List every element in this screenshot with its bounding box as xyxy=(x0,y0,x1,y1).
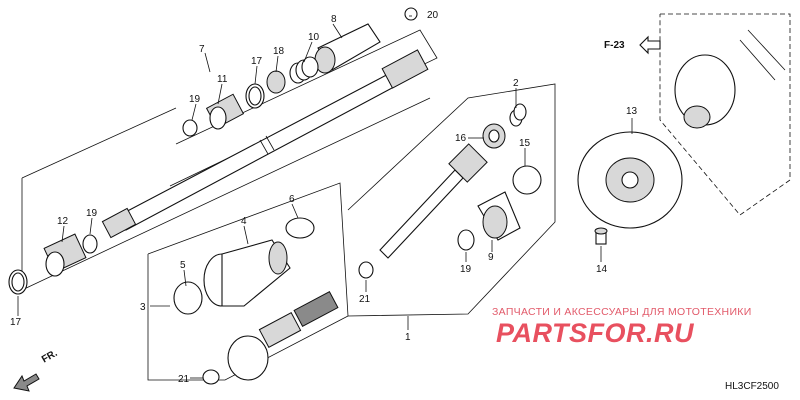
ring-17-top xyxy=(245,83,265,109)
reference-arrow xyxy=(639,35,661,55)
callout-18: 18 xyxy=(273,46,285,57)
ring-21-lower xyxy=(202,369,220,385)
bolt-14 xyxy=(594,227,608,245)
ring-19-top xyxy=(182,119,198,137)
callout-5: 5 xyxy=(180,260,186,271)
spring-10 xyxy=(289,56,319,84)
reference-label: F-23 xyxy=(604,40,625,51)
callout-14: 14 xyxy=(596,264,608,275)
leader-lines xyxy=(17,15,633,379)
callout-6: 6 xyxy=(289,194,295,205)
callout-21-center: 21 xyxy=(359,294,371,305)
callout-3: 3 xyxy=(140,302,146,313)
ring-19-center xyxy=(457,229,475,251)
ring-17-left xyxy=(8,269,28,295)
callout-17-left: 17 xyxy=(10,317,22,328)
callout-13: 13 xyxy=(626,106,638,117)
diagram-code: HL3CF2500 xyxy=(725,381,779,392)
joint-11 xyxy=(205,93,245,130)
callout-16: 16 xyxy=(455,133,467,144)
front-arrow-icon xyxy=(13,373,40,392)
lower-assembly-frame xyxy=(147,182,349,381)
right-assembly-frame xyxy=(347,83,556,317)
callout-10: 10 xyxy=(308,32,320,43)
ring-21-center xyxy=(358,261,374,279)
callout-20: 20 xyxy=(427,10,439,21)
callout-7: 7 xyxy=(199,44,205,55)
callout-9: 9 xyxy=(488,252,494,263)
center-shaft-1 xyxy=(379,143,488,259)
brake-disc-13 xyxy=(577,131,683,229)
ring-20 xyxy=(404,7,418,21)
ring-19-left xyxy=(82,234,98,254)
boot-8 xyxy=(314,23,381,74)
clamp-5 xyxy=(173,281,203,315)
clamp-6 xyxy=(285,217,315,239)
boot-9 xyxy=(477,191,521,241)
callout-4: 4 xyxy=(241,216,247,227)
callout-12: 12 xyxy=(57,216,69,227)
coupler-12 xyxy=(43,233,87,277)
washer-18 xyxy=(266,70,286,94)
cv-joint xyxy=(227,290,339,381)
callout-21-lower: 21 xyxy=(178,374,190,385)
callout-2: 2 xyxy=(513,78,519,89)
spring-2 xyxy=(509,103,527,127)
callout-8: 8 xyxy=(331,14,337,25)
knuckle-assembly xyxy=(659,13,791,216)
callout-19-center: 19 xyxy=(460,264,472,275)
watermark-tagline: ЗАПЧАСТИ И АКСЕССУАРЫ ДЛЯ МОТОТЕХНИКИ xyxy=(492,306,752,318)
drive-shaft xyxy=(101,49,429,239)
callout-1: 1 xyxy=(405,332,411,343)
callout-19-top: 19 xyxy=(189,94,201,105)
bearing-16 xyxy=(482,123,506,149)
callout-11: 11 xyxy=(217,74,228,85)
callout-15: 15 xyxy=(519,138,531,149)
ring-15 xyxy=(512,165,542,195)
boot-4 xyxy=(203,239,291,307)
callout-19-left: 19 xyxy=(86,208,98,219)
callout-17-top: 17 xyxy=(251,56,263,67)
callout-labels: 1 2 3 4 5 6 7 8 9 10 11 12 13 14 15 16 1… xyxy=(10,10,638,385)
watermark-logo: PARTSFOR.RU xyxy=(496,318,695,348)
